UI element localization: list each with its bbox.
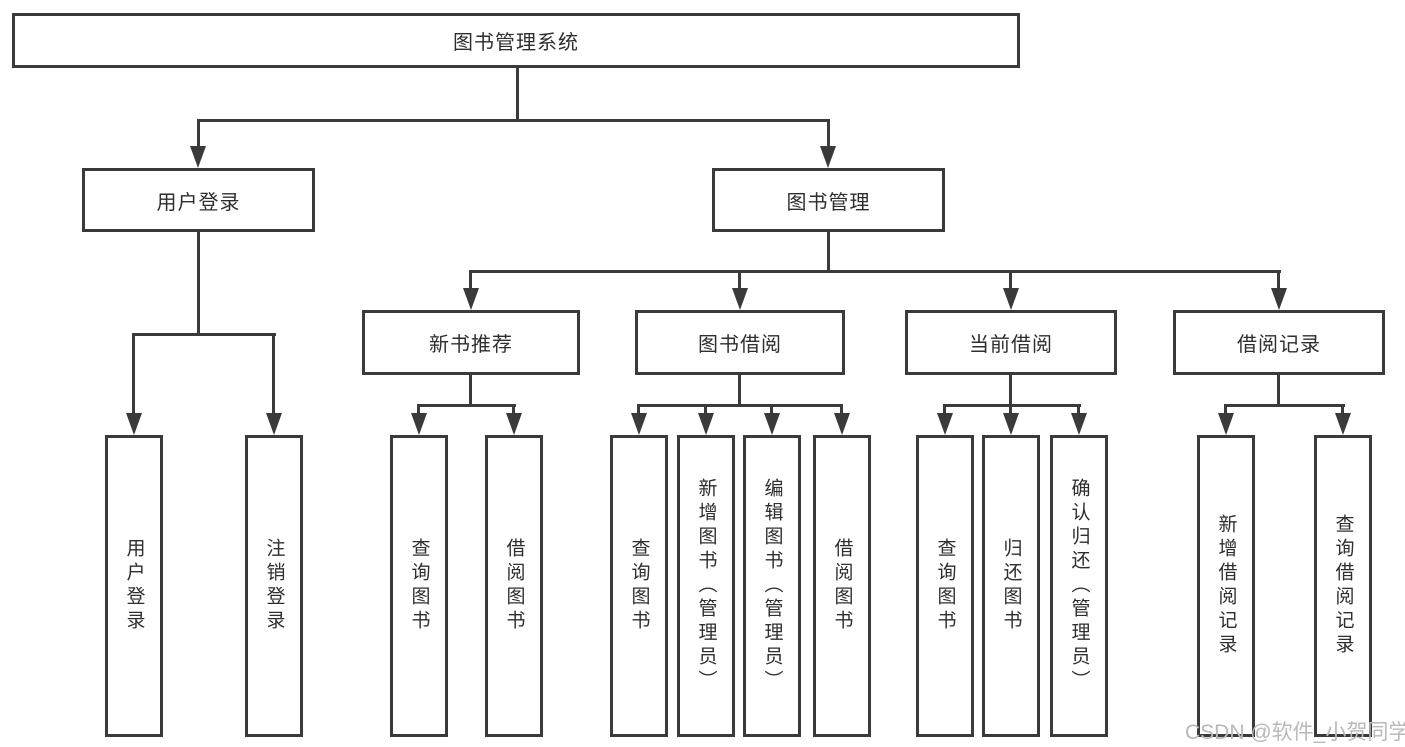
connector-line [1009,270,1012,290]
node-current-return-books: 归还图书 [982,435,1040,737]
node-recommend-query-books: 查询图书 [390,435,448,737]
arrowhead-down-icon [463,288,479,310]
connector-line [469,375,472,407]
node-user-login: 用户登录 [82,168,315,232]
node-new-book-recommend: 新书推荐 [362,310,580,375]
connector-line [272,333,275,415]
node-borrowing-borrow-books: 借阅图书 [813,435,871,737]
connector-line [469,270,472,290]
node-root: 图书管理系统 [12,13,1020,68]
node-current-return-books-label: 归还图书 [1000,538,1022,634]
node-records-add-record-label: 新增借阅记录 [1215,514,1237,658]
node-records-add-record: 新增借阅记录 [1197,435,1255,737]
arrowhead-down-icon [631,413,647,435]
connector-line [197,232,200,336]
connector-line [197,119,830,122]
node-book-borrowing: 图书借阅 [635,310,845,375]
connector-line [738,375,741,407]
arrowhead-down-icon [698,413,714,435]
node-new-book-recommend-label: 新书推荐 [429,334,513,356]
node-borrowing-edit-books: 编辑图书（管理员） [743,435,801,737]
connector-line [770,404,773,416]
connector-line [132,333,276,336]
connector-line [637,404,843,407]
node-records-query-record: 查询借阅记录 [1314,435,1372,737]
arrowhead-down-icon [506,413,522,435]
node-current-query-books-label: 查询图书 [934,538,956,634]
arrowhead-down-icon [764,413,780,435]
node-user-login-leaf-label: 用户登录 [123,538,145,634]
csdn-watermark: CSDN @软件_小贺同学 [1185,721,1405,744]
connector-line [132,333,135,415]
arrowhead-down-icon [1003,288,1019,310]
arrowhead-down-icon [1218,413,1234,435]
connector-line [417,404,420,416]
connector-line [738,270,741,290]
arrowhead-down-icon [732,288,748,310]
node-current-confirm-return-label: 确认归还（管理员） [1068,478,1090,694]
node-user-login-label: 用户登录 [156,191,241,214]
node-borrowing-add-books-label: 新增图书（管理员） [695,478,717,694]
connector-line [827,232,830,273]
connector-line [197,119,200,148]
connector-line [943,404,946,416]
node-recommend-query-books-label: 查询图书 [408,538,430,634]
node-book-management-label: 图书管理 [786,191,871,214]
node-borrowing-query-books: 查询图书 [610,435,668,737]
arrowhead-down-icon [126,413,142,435]
node-root-label: 图书管理系统 [453,32,579,54]
arrowhead-down-icon [820,146,836,168]
connector-line [827,119,830,148]
node-borrowing-query-books-label: 查询图书 [628,538,650,634]
node-borrowing-records: 借阅记录 [1173,310,1385,375]
node-borrowing-borrow-books-label: 借阅图书 [831,538,853,634]
node-recommend-borrow-books: 借阅图书 [485,435,543,737]
node-logout-label: 注销登录 [263,538,285,634]
node-logout: 注销登录 [245,435,303,737]
node-current-borrowing-label: 当前借阅 [969,334,1053,356]
node-borrowing-edit-books-label: 编辑图书（管理员） [761,478,783,694]
arrowhead-down-icon [266,413,282,435]
node-user-login-leaf: 用户登录 [105,435,163,737]
node-borrowing-records-label: 借阅记录 [1237,334,1321,356]
arrowhead-down-icon [1071,413,1087,435]
arrowhead-down-icon [1271,288,1287,310]
connector-line [417,404,516,407]
node-book-management: 图书管理 [712,168,945,232]
connector-line [1077,404,1080,416]
connector-line [469,270,1281,273]
connector-line [1277,375,1280,407]
node-borrowing-add-books: 新增图书（管理员） [677,435,735,737]
connector-line [512,404,515,416]
arrowhead-down-icon [411,413,427,435]
arrowhead-down-icon [190,146,206,168]
arrowhead-down-icon [1335,413,1351,435]
connector-line [943,404,1081,407]
arrowhead-down-icon [937,413,953,435]
arrowhead-down-icon [834,413,850,435]
connector-line [637,404,640,416]
connector-line [516,68,519,121]
node-current-borrowing: 当前借阅 [905,310,1117,375]
arrowhead-down-icon [1003,413,1019,435]
connector-line [1224,404,1227,416]
connector-line [840,404,843,416]
node-book-borrowing-label: 图书借阅 [698,334,782,356]
node-records-query-record-label: 查询借阅记录 [1332,514,1354,658]
connector-line [1009,404,1012,416]
connector-line [1341,404,1344,416]
node-recommend-borrow-books-label: 借阅图书 [503,538,525,634]
node-current-confirm-return: 确认归还（管理员） [1050,435,1108,737]
connector-line [1277,270,1280,290]
connector-line [1009,375,1012,407]
connector-line [704,404,707,416]
connector-line [1224,404,1345,407]
node-current-query-books: 查询图书 [916,435,974,737]
